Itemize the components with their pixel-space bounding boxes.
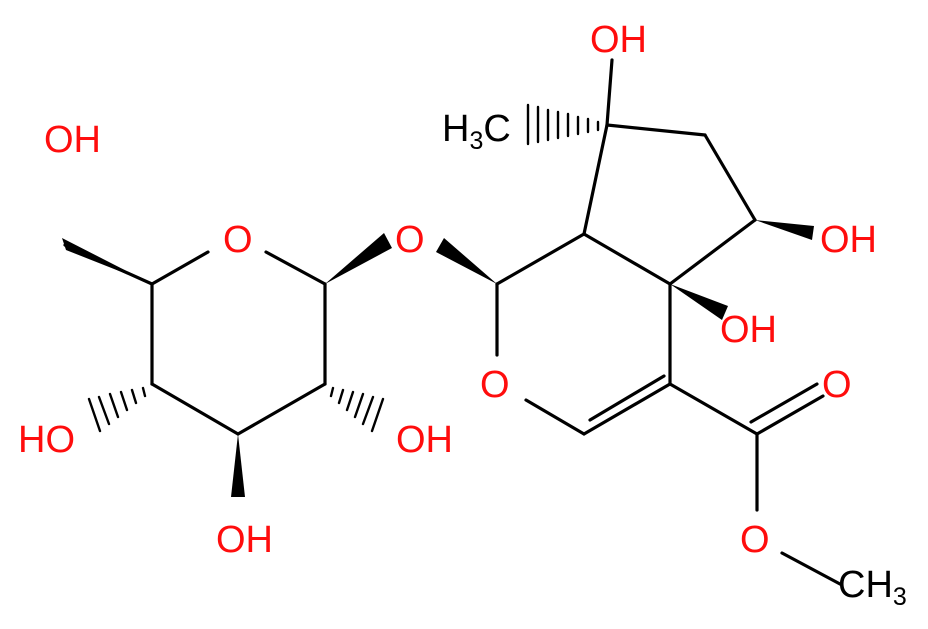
label-o-ring-sugar: O <box>223 219 253 261</box>
bond-c5-c4a <box>668 218 757 286</box>
label-ch3-ester: CH3 <box>838 564 907 611</box>
bond-c3s-c4s <box>150 382 240 436</box>
label-o-ester: O <box>740 519 770 561</box>
bond-c7-oh <box>605 58 614 127</box>
hashed-bonds <box>87 103 600 433</box>
label-ch3-c7: H3C <box>442 108 511 155</box>
bond-c2s-c3s <box>236 382 327 436</box>
bond-c7-c6 <box>605 123 707 137</box>
label-o-carbonyl: O <box>822 364 852 406</box>
label-o-glycosidic: O <box>395 219 425 261</box>
wedge-c3s-oh <box>231 434 245 497</box>
bond-ccarb-ocarb <box>755 394 825 436</box>
wedge-c5s-c6 <box>62 238 152 284</box>
wedge-c4a-oh <box>670 284 728 320</box>
wedge-c5-oh <box>755 220 814 240</box>
label-o-ring-pyran: O <box>480 364 510 406</box>
atom-labels: OH O O OH H3C OH OH O O O CH3 HO OH OH <box>18 19 907 611</box>
bond-c7a-c1 <box>495 232 586 286</box>
bond-c3-c4 <box>582 382 672 436</box>
bond-o2-c3 <box>524 398 586 436</box>
bond-c6-c5 <box>703 133 757 222</box>
bond-lines <box>63 58 842 586</box>
label-oh-sugar-c3: OH <box>216 519 273 561</box>
bond-o5s-c1s <box>264 250 327 286</box>
label-oh-sugar-ch2: OH <box>44 119 101 161</box>
hash-c4s-oh <box>87 386 147 433</box>
bond-c7a-c7 <box>582 123 609 236</box>
hash-c7-ch3 <box>526 103 600 146</box>
wedge-c1s-oglyco <box>325 233 392 284</box>
label-oh-c7: OH <box>590 19 647 61</box>
label-oh-sugar-c2: OH <box>396 419 453 461</box>
bond-c3-c4-inner <box>588 374 666 422</box>
bond-oester-ch3 <box>780 551 842 586</box>
label-oh-c5: OH <box>720 309 777 351</box>
bond-c5s-o5s <box>150 250 210 286</box>
wedge-c1-oglyco <box>436 238 497 284</box>
label-ho-sugar-c4: HO <box>18 419 75 461</box>
bond-ccarb-ocarb-2 <box>749 382 819 424</box>
hash-c2s-oh <box>329 386 385 433</box>
bond-c4-ccarb <box>668 382 759 436</box>
label-oh-c6: OH <box>820 219 877 261</box>
bond-c4a-c7a <box>582 232 672 286</box>
wedge-bonds <box>62 220 814 497</box>
